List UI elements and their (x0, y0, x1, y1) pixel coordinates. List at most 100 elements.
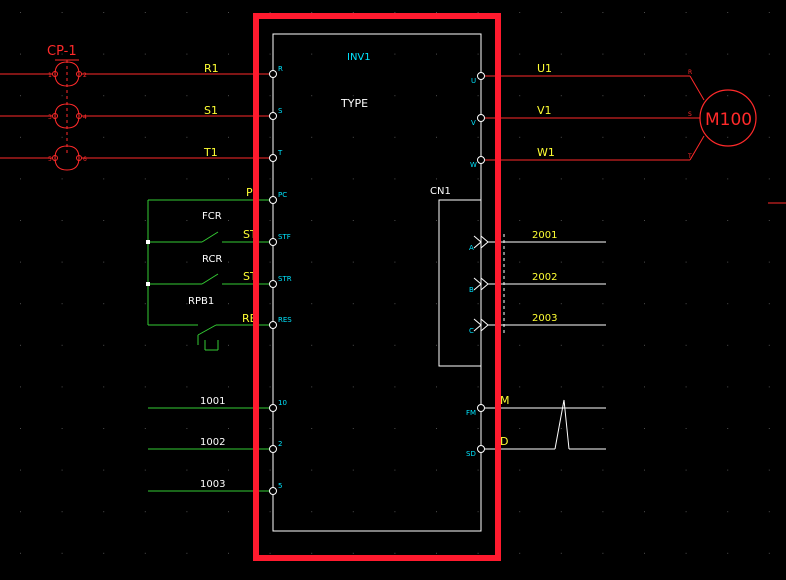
grid-dot (685, 12, 687, 13)
grid-dot (519, 53, 521, 55)
grid-dot (477, 552, 479, 554)
grid-dot (144, 386, 146, 388)
grid-dot (20, 220, 21, 221)
motor-pin-labels: R S T (687, 69, 692, 160)
grid-dot (186, 178, 188, 180)
grid-dot (352, 552, 354, 554)
grid-dot (560, 511, 562, 513)
grid-dot (103, 261, 105, 263)
wire-label-p: P (246, 186, 253, 199)
grid-dot (394, 428, 396, 429)
grid-dot (228, 428, 229, 429)
grid-dot (685, 469, 687, 471)
grid-dot (61, 261, 63, 263)
grid-dot (103, 95, 105, 97)
breaker-pin-6: 6 (83, 156, 87, 163)
grid-dot (685, 136, 687, 138)
grid-dot (269, 552, 271, 554)
grid-dot (727, 261, 729, 263)
inverter-left-terminals[interactable] (269, 70, 277, 495)
output-power-wires[interactable] (485, 75, 786, 204)
grid-dot (727, 386, 729, 388)
analog-wires[interactable] (148, 407, 270, 492)
grid-dot (394, 136, 396, 138)
grid-dot (186, 12, 188, 13)
grid-dot (394, 552, 396, 554)
grid-dot (269, 95, 271, 97)
grid-dot (186, 220, 188, 221)
grid-dot (477, 136, 479, 138)
grid-dot (394, 53, 396, 55)
grid-dot (436, 178, 437, 180)
grid-dot (477, 511, 479, 513)
grid-dot (61, 386, 63, 388)
grid-dot (519, 95, 521, 97)
grid-dot (311, 53, 313, 55)
control-wiring[interactable] (146, 199, 270, 351)
breaker-label: CP-1 (47, 44, 77, 59)
grid-dot (394, 386, 396, 388)
input-power-wires[interactable] (0, 73, 270, 159)
grid-dot (20, 95, 21, 97)
wire-label-2003: 2003 (532, 313, 557, 324)
grid-dot (477, 344, 479, 346)
grid-dot (352, 303, 354, 305)
grid-dot (727, 469, 729, 471)
grid-dot (311, 12, 313, 13)
grid-dot (644, 428, 645, 429)
grid-dot (394, 469, 396, 471)
grid-dot (768, 344, 770, 346)
grid-dot (20, 386, 21, 388)
pin-label-s: S (278, 107, 283, 115)
cn1-connector[interactable] (438, 199, 482, 367)
grid-dot (103, 220, 105, 221)
grid-dot (560, 95, 562, 97)
grid-dot (477, 53, 479, 55)
wire-label-w1: W1 (537, 146, 555, 159)
grid-dot (186, 95, 188, 97)
wire-label-r1: R1 (204, 62, 219, 75)
pin-label-pc: PC (278, 191, 287, 199)
breaker-pin-labels: 1 2 3 4 5 6 (48, 72, 87, 163)
grid-dot (768, 220, 770, 221)
inverter-type: TYPE (340, 97, 368, 110)
grid-dot (602, 95, 604, 97)
breaker-cp1[interactable]: CP-1 (47, 44, 82, 171)
grid-dot (20, 303, 21, 305)
grid-dot (228, 220, 229, 221)
grid-dot (352, 261, 354, 263)
grid-dot (436, 344, 437, 346)
inverter-right-terminals[interactable] (477, 72, 485, 453)
grid-dot (560, 178, 562, 180)
grid-dot (228, 178, 229, 180)
pin-label-t: T (277, 149, 283, 157)
motor-m100[interactable]: M100 (699, 89, 757, 147)
grid-dot (311, 428, 313, 429)
pin-label-v: V (471, 119, 476, 127)
grid-dot (685, 552, 687, 554)
grid-dot (186, 136, 188, 138)
grid-dot (269, 511, 271, 513)
grid-dot (560, 428, 562, 429)
grid-dot (727, 178, 729, 180)
pin-label-a: A (469, 244, 474, 252)
breaker-pin-3: 3 (48, 114, 52, 121)
grid-dot (144, 12, 146, 13)
inverter-name: INV1 (347, 52, 371, 63)
grid-dot (394, 178, 396, 180)
grid-dot (311, 511, 313, 513)
grid-dot (61, 344, 63, 346)
pin-label-fm: FM (466, 409, 476, 417)
grid-dot (144, 303, 146, 305)
grid-dot (519, 386, 521, 388)
grid-dot (103, 428, 105, 429)
grid-dot (269, 344, 271, 346)
inverter-right-pin-labels: U V W A B C FM SD (466, 77, 477, 458)
pin-label-res: RES (278, 316, 292, 324)
grid-dot (20, 136, 21, 138)
grid-dot (436, 552, 437, 554)
encoder-wires[interactable] (488, 234, 606, 334)
grid-dot (727, 136, 729, 138)
selection-box (253, 13, 501, 561)
